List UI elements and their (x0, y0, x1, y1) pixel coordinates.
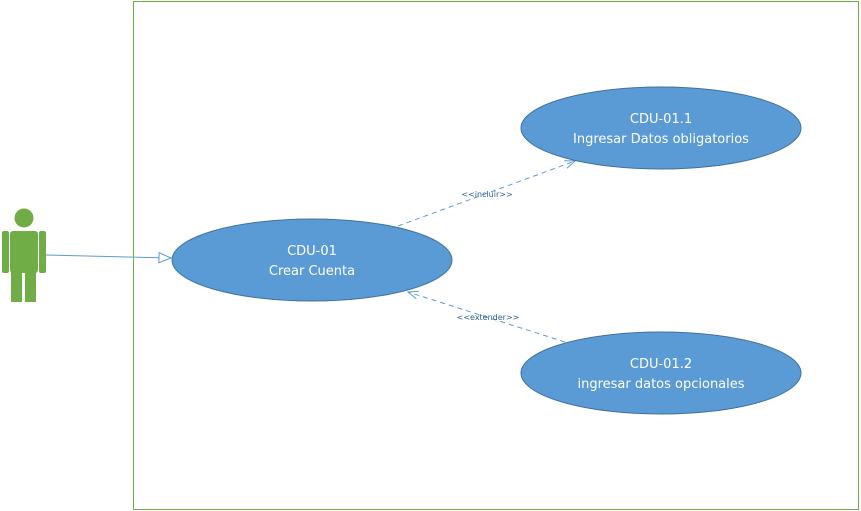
actor-torso (10, 231, 38, 273)
actor-left-leg (11, 268, 22, 302)
actor-left-arm (2, 231, 9, 273)
use-case-optional-name: ingresar datos opcionales (577, 377, 744, 392)
use-case-required-id: CDU-01.1 (630, 112, 692, 127)
use-case-main-shape[interactable] (171, 218, 453, 302)
actor-right-leg (25, 268, 36, 302)
use-case-create-account[interactable]: CDU-01 Crear Cuenta (171, 218, 453, 302)
actor-person-icon (2, 208, 46, 302)
actor-right-arm (39, 231, 46, 273)
use-case-required-name: Ingresar Datos obligatorios (573, 132, 749, 147)
association-line (45, 255, 171, 258)
use-case-required-shape[interactable] (520, 86, 802, 170)
actor-head (14, 208, 34, 228)
use-case-main-id: CDU-01 (287, 244, 337, 259)
use-case-optional-shape[interactable] (520, 331, 802, 415)
include-relation-line (397, 161, 575, 227)
use-case-optional-data[interactable]: CDU-01.2 ingresar datos opcionales (520, 331, 802, 415)
use-case-optional-id: CDU-01.2 (630, 357, 692, 372)
include-relation-label: <<incluir>> (461, 190, 512, 199)
use-case-main-name: Crear Cuenta (269, 264, 355, 279)
use-case-required-data[interactable]: CDU-01.1 Ingresar Datos obligatorios (520, 86, 802, 170)
extend-relation-label: <<extender>> (457, 313, 520, 322)
extend-relation-line (408, 292, 566, 343)
